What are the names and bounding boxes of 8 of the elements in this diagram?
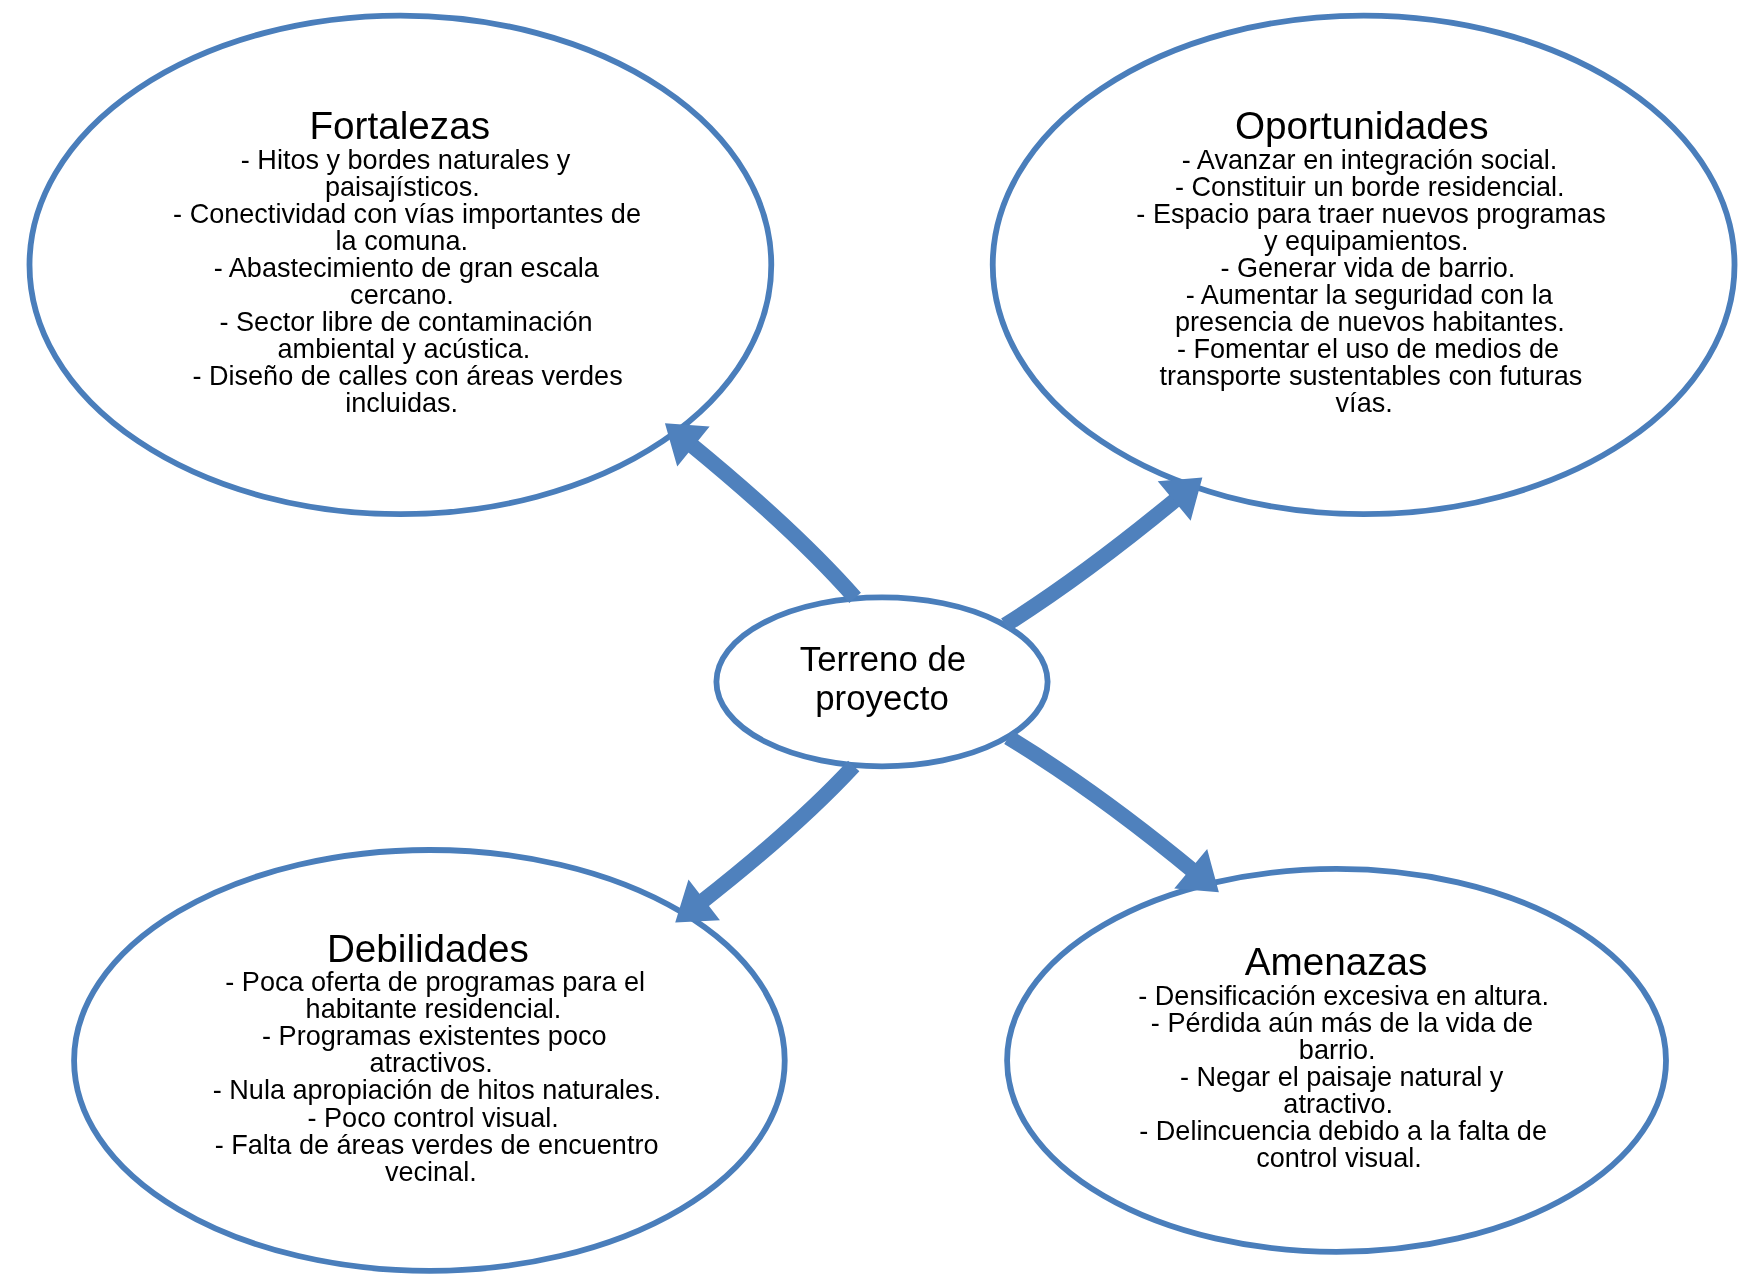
node-ellipse: Terreno de proyecto	[713, 594, 1050, 770]
arrow	[674, 760, 859, 923]
node-ellipse: Debilidades - Poca oferta de programas para el habitante residencial. - Programas existentes poco atractivos. - Nula apropiación de hitos naturales. - Poco control visual. - Falta de áreas verdes de encuentro vecinal.	[70, 847, 788, 1274]
node-ellipse: Fortalezas - Hitos y bordes naturales y paisajísticos. - Conectividad con vías importantes de la comuna. - Abastecimiento de gran escala cercano. - Sector libre de contaminación ambiental y acústica. - Diseño de calles con áreas verdes incluidas.	[26, 12, 774, 518]
node-ellipse: Amenazas - Densificación excesiva en altura. - Pérdida aún más de la vida de barrio. - Negar el paisaje natural y atractivo. - Delincuencia debido a la falta de control visual.	[1003, 866, 1669, 1255]
arrow	[1000, 477, 1202, 632]
node-ellipse: Oportunidades - Avanzar en integración social. - Constituir un borde residencial. - Espacio para traer nuevos programas y equipamientos. - Generar vida de barrio. - Aumentar la seguridad con la presencia de nuevos habitantes. - Fomentar el uso de medios de transporte sustentables con futuras vías.	[989, 12, 1737, 518]
arrow	[664, 423, 861, 604]
